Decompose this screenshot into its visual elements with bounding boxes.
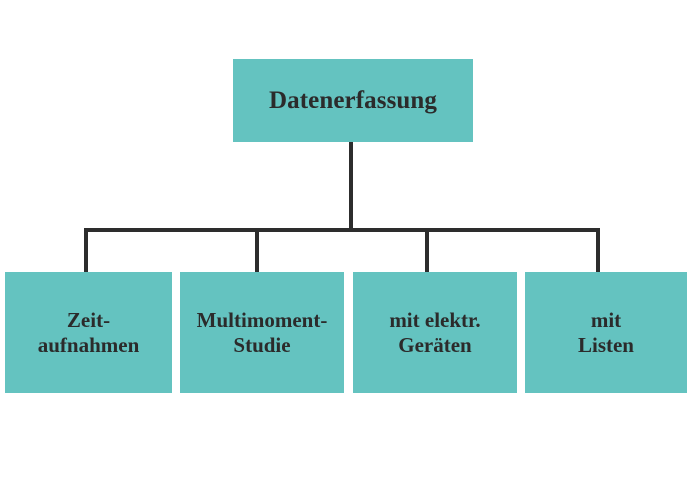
connector-drop-child-3 [425,228,429,272]
node-root-label: Datenerfassung [268,86,438,114]
node-root-datenerfassung[interactable]: Datenerfassung [233,59,473,142]
node-child-mit-elektr-geraeten[interactable]: mit elektr. Geräten [353,272,517,393]
node-child-zeitaufnahmen[interactable]: Zeit- aufnahmen [5,272,172,393]
node-child-multimoment-studie[interactable]: Multimoment- Studie [180,272,344,393]
connector-horizontal-bus [84,228,600,232]
connector-drop-child-4 [596,228,600,272]
node-child-label: mit Listen [577,307,634,357]
node-child-label: Multimoment- Studie [196,307,328,357]
connector-drop-child-1 [84,228,88,272]
node-child-label: Zeit- aufnahmen [37,307,140,357]
connector-drop-child-2 [255,228,259,272]
node-child-label: mit elektr. Geräten [389,307,481,357]
connector-trunk-vertical [349,142,353,232]
node-child-mit-listen[interactable]: mit Listen [525,272,687,393]
